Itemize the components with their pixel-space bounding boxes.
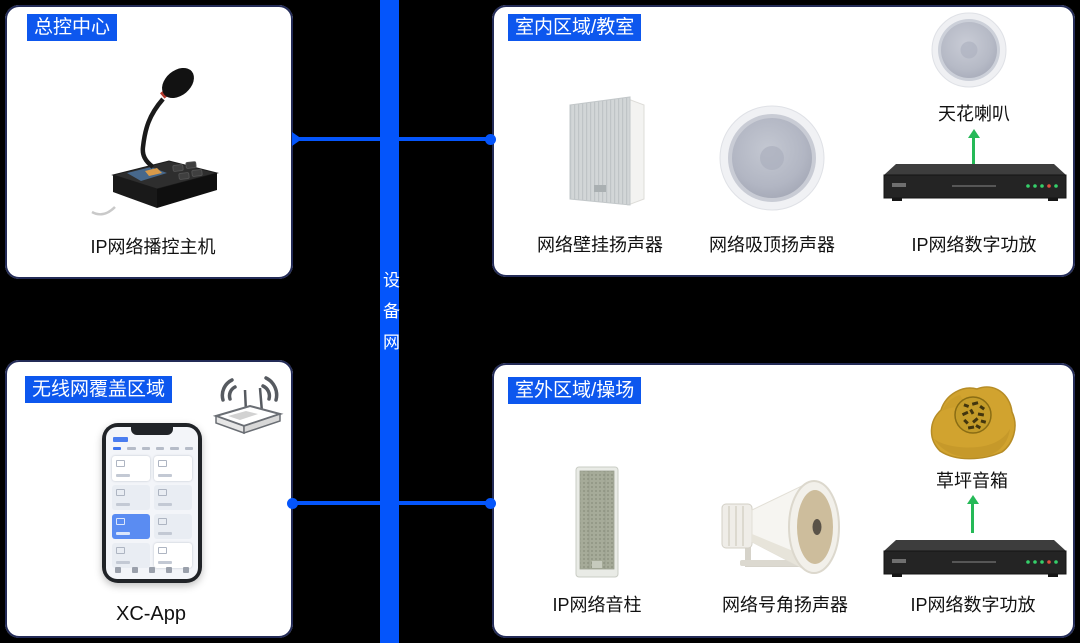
phone-card-grid — [112, 456, 192, 568]
app-card — [112, 456, 150, 481]
ceiling-horn-label: 天花喇叭 — [938, 104, 1010, 124]
horn-speaker-icon — [721, 480, 840, 574]
phone-screen — [106, 427, 198, 579]
app-card — [112, 485, 150, 510]
panel-outdoor-title: 室外区域/操场 — [508, 377, 642, 404]
ceiling-horn-icon — [931, 12, 1007, 88]
link-endpoint-dot — [287, 498, 298, 509]
wall-speaker-label: 网络壁挂扬声器 — [537, 235, 663, 255]
smartphone-icon — [102, 423, 202, 583]
app-card — [112, 543, 150, 568]
phone-app-title-bar — [113, 437, 128, 442]
link-endpoint-arrow — [292, 132, 302, 146]
device-network-bar: 设备网 — [380, 0, 399, 643]
panel-outdoor: 室外区域/操场 IP网络音柱 — [492, 363, 1075, 638]
ceiling-speaker-label: 网络吸顶扬声器 — [709, 235, 835, 255]
panel-indoor-title: 室内区域/教室 — [508, 14, 642, 41]
lawn-speaker-label: 草坪音箱 — [936, 471, 1008, 491]
app-card — [154, 456, 192, 481]
link-endpoint-dot — [485, 498, 496, 509]
panel-wireless-title: 无线网覆盖区域 — [25, 376, 173, 403]
panel-control-center-title: 总控中心 — [27, 14, 118, 41]
horn-speaker-label: 网络号角扬声器 — [722, 595, 848, 615]
phone-nav-bar — [112, 565, 192, 575]
wall-speaker-icon — [569, 96, 645, 206]
column-speaker-icon — [575, 466, 619, 578]
panel-indoor: 室内区域/教室 网络壁挂扬声器 网络吸顶扬声器 — [492, 5, 1075, 277]
control-host-label: IP网络播控主机 — [90, 237, 216, 257]
rock-lawn-speaker-icon — [930, 386, 1016, 460]
xc-app-label: XC-App — [115, 603, 187, 625]
ceiling-speaker-icon — [719, 105, 825, 211]
indoor-amplifier-label: IP网络数字功放 — [911, 235, 1037, 255]
wifi-router-icon — [212, 376, 284, 435]
amplifier-icon — [883, 540, 1067, 577]
amplifier-icon — [883, 164, 1067, 201]
link-wireless-to-outdoor — [292, 501, 490, 505]
phone-notch — [131, 427, 173, 435]
app-card — [154, 543, 192, 568]
link-endpoint-dot — [485, 134, 496, 145]
app-card — [154, 485, 192, 510]
link-control-to-indoor — [293, 137, 490, 141]
device-network-label: 设备网 — [380, 271, 399, 364]
panel-wireless: 无线网覆盖区域 — [5, 360, 293, 638]
panel-control-center: 总控中心 IP网络播控主机 — [5, 5, 293, 279]
outdoor-amplifier-label: IP网络数字功放 — [910, 595, 1036, 615]
column-speaker-label: IP网络音柱 — [552, 595, 642, 615]
arrow-up-icon — [967, 129, 980, 168]
app-card-selected — [112, 514, 150, 539]
phone-tab-row — [113, 447, 193, 450]
gooseneck-microphone-icon — [91, 67, 219, 216]
arrow-up-icon — [966, 495, 979, 533]
app-card — [154, 514, 192, 539]
